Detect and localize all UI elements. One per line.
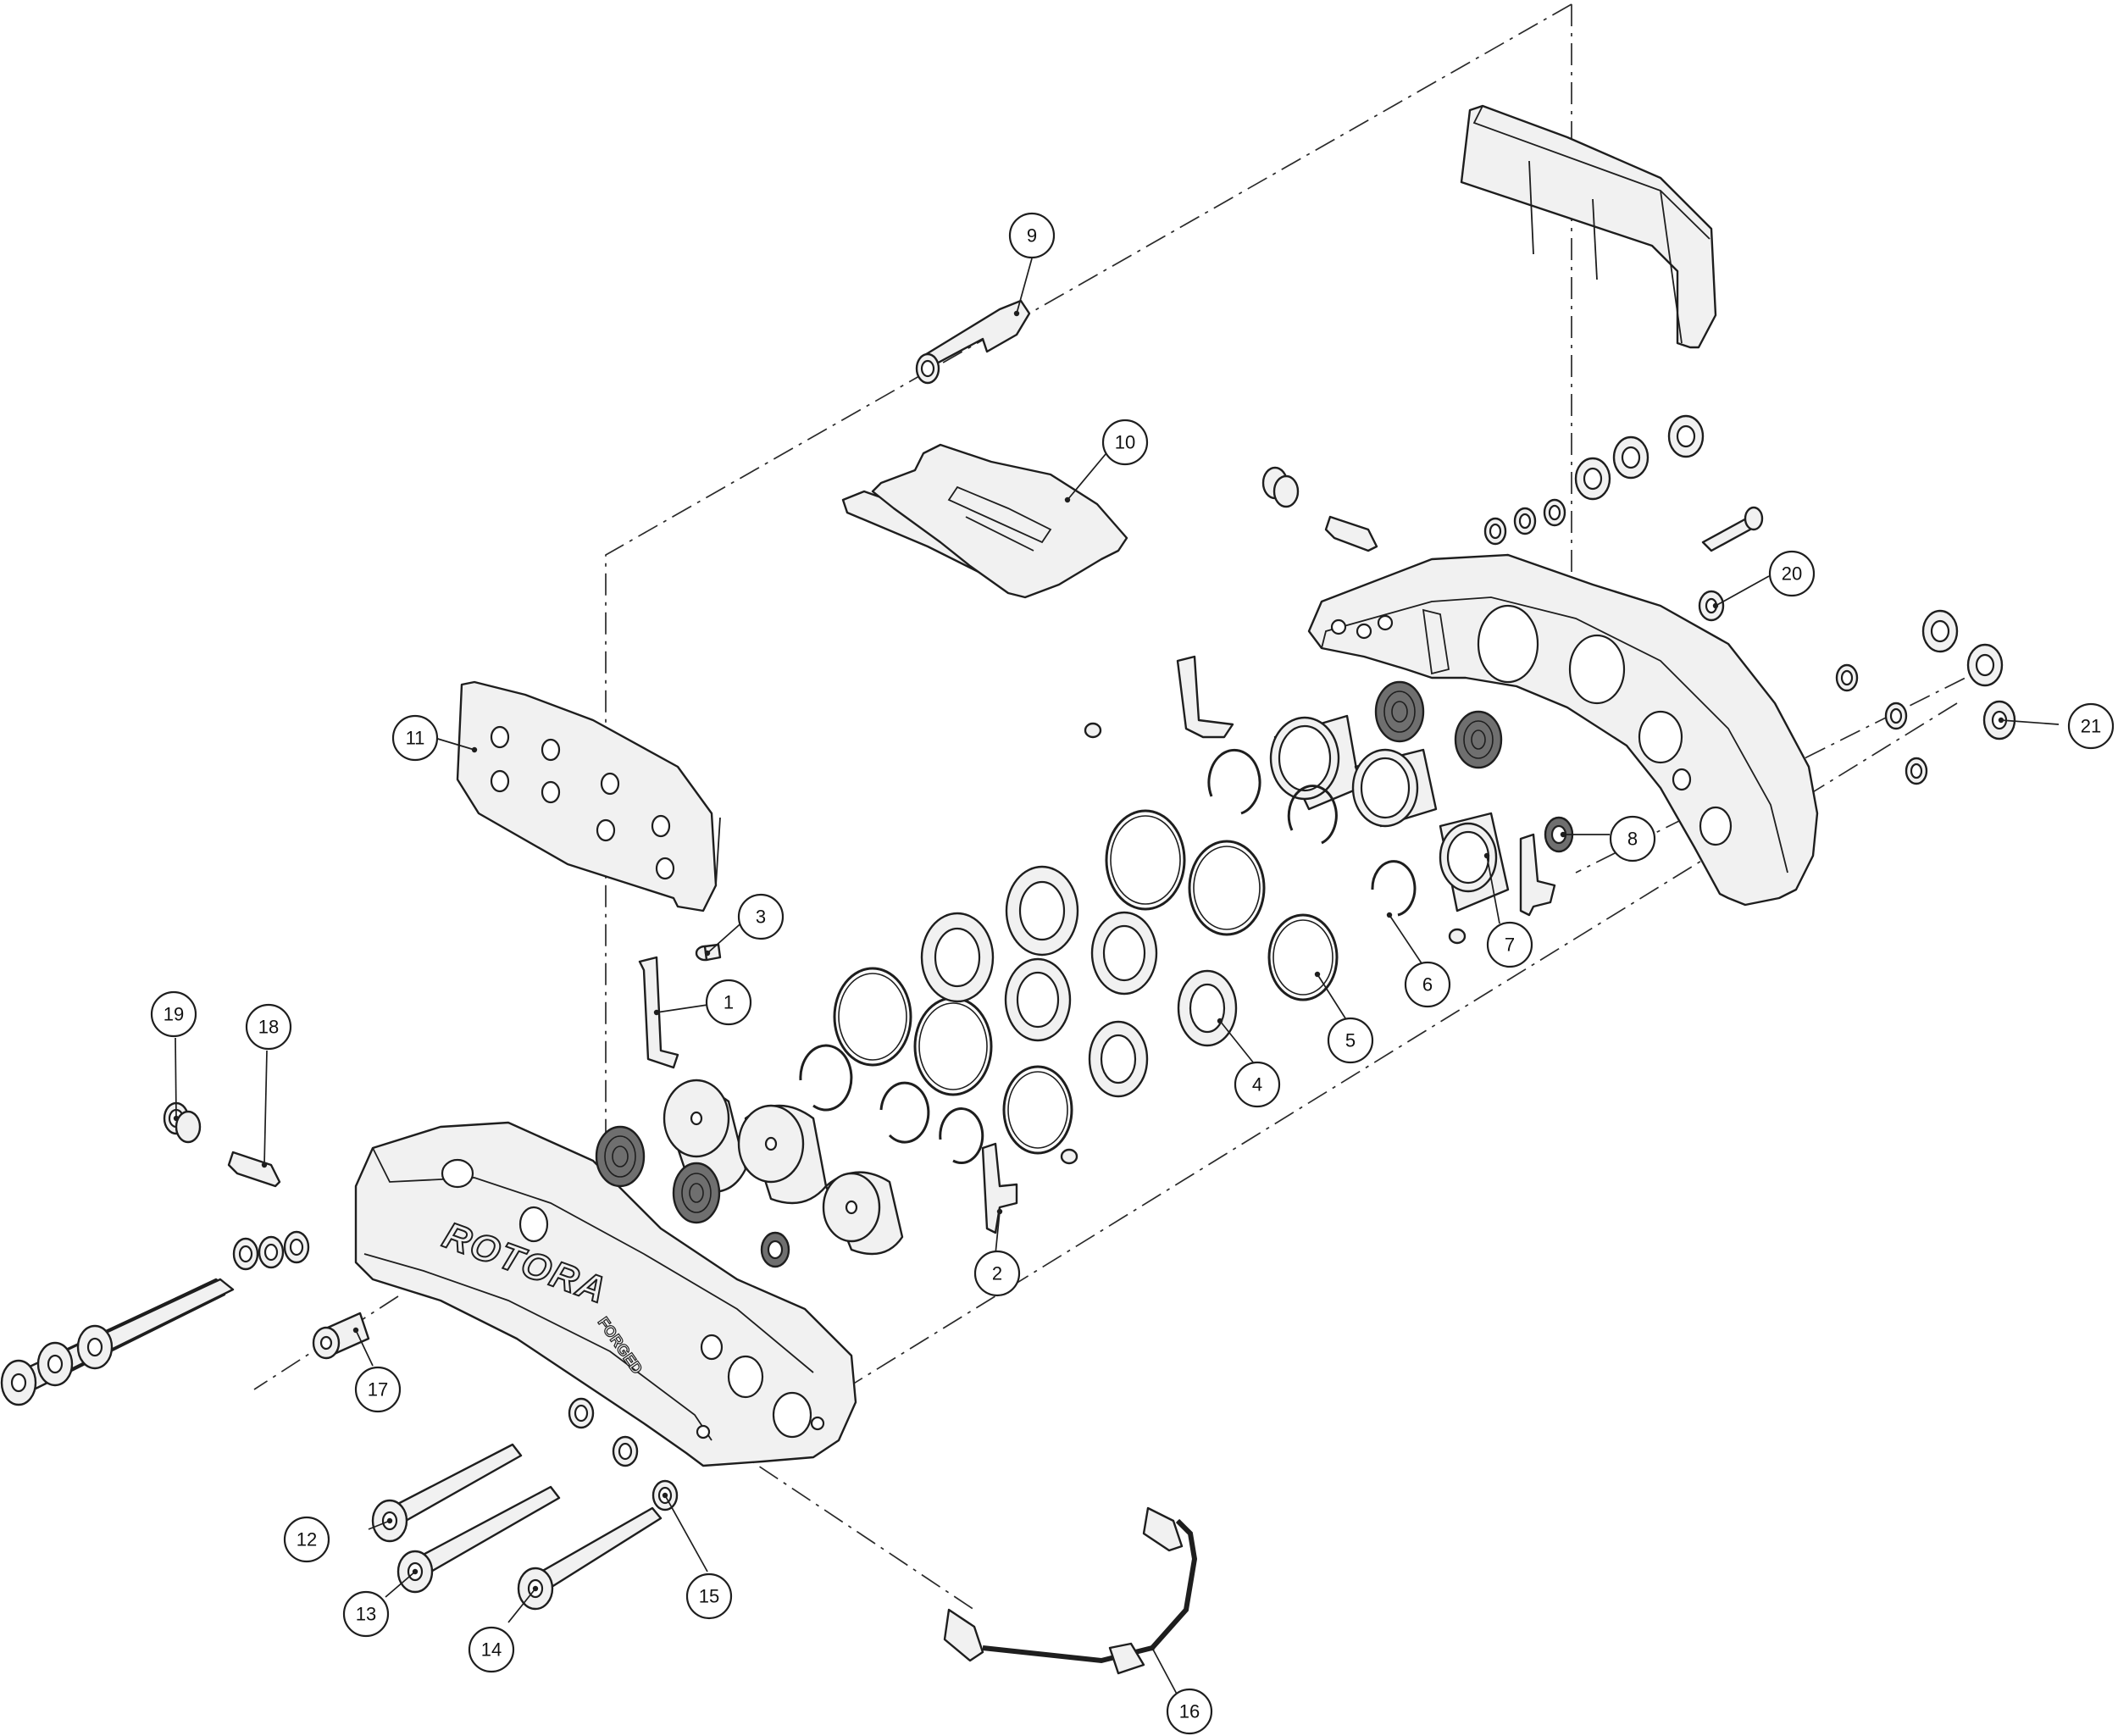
callout-18: 18 xyxy=(245,1003,292,1051)
callout-17: 17 xyxy=(354,1366,402,1413)
callout-11-label: 11 xyxy=(406,728,425,749)
nuts-and-washers-right xyxy=(1483,414,2016,785)
callout-1-label: 1 xyxy=(724,992,734,1013)
inner-brake-pad xyxy=(456,680,721,912)
piston-right-3 xyxy=(1439,812,1510,912)
bleed-screw-assembly xyxy=(163,466,1378,1188)
callout-2-label: 2 xyxy=(992,1263,1002,1284)
callout-19: 19 xyxy=(150,990,197,1038)
callout-15-label: 15 xyxy=(699,1586,719,1607)
callout-11: 11 xyxy=(391,714,439,762)
bolt-17 xyxy=(312,1312,370,1360)
callout-13: 13 xyxy=(342,1590,390,1638)
small-screws xyxy=(695,722,1467,1165)
callout-10: 10 xyxy=(1101,419,1149,466)
callout-6: 6 xyxy=(1404,961,1451,1008)
brake-line xyxy=(943,1506,1198,1675)
circlips xyxy=(799,748,1417,1165)
outer-brake-pad xyxy=(1460,104,1717,349)
callout-16: 16 xyxy=(1166,1688,1213,1735)
callout-2: 2 xyxy=(973,1250,1021,1297)
callout-12: 12 xyxy=(283,1516,330,1563)
piston-spring-insulators xyxy=(595,680,1503,1224)
callout-19-label: 19 xyxy=(164,1004,184,1025)
callout-13-label: 13 xyxy=(356,1604,376,1625)
callout-14: 14 xyxy=(468,1626,515,1673)
piston-right-2 xyxy=(1351,748,1438,828)
callout-8: 8 xyxy=(1609,815,1656,862)
callout-7: 7 xyxy=(1486,921,1533,968)
callout-15: 15 xyxy=(685,1572,733,1620)
callout-21-label: 21 xyxy=(2081,716,2101,737)
pad-retaining-pin xyxy=(915,299,1031,385)
callout-14-label: 14 xyxy=(481,1639,502,1661)
bridge-bolts-left xyxy=(0,1278,663,1611)
callout-4: 4 xyxy=(1234,1061,1281,1108)
callout-20-label: 20 xyxy=(1782,563,1802,585)
washers-left xyxy=(232,1230,679,1511)
callout-10-label: 10 xyxy=(1115,432,1135,453)
callout-7-label: 7 xyxy=(1505,935,1515,956)
inner-caliper-half: ROTORA FORGED xyxy=(354,1121,857,1467)
callout-8-label: 8 xyxy=(1627,829,1638,850)
callout-3: 3 xyxy=(737,893,785,940)
callout-1: 1 xyxy=(705,979,752,1026)
dust-boots xyxy=(920,865,1238,1098)
callout-4-label: 4 xyxy=(1252,1074,1262,1095)
piston-left-3 xyxy=(822,1171,904,1256)
outer-caliper-half xyxy=(1307,553,1819,907)
callout-21: 21 xyxy=(2067,702,2115,750)
piston-right-1 xyxy=(1269,714,1361,811)
callout-5-label: 5 xyxy=(1345,1030,1356,1051)
callout-18-label: 18 xyxy=(258,1017,279,1038)
callout-6-label: 6 xyxy=(1422,974,1433,996)
callout-17-label: 17 xyxy=(368,1379,388,1400)
callout-5: 5 xyxy=(1327,1017,1374,1064)
callout-9-label: 9 xyxy=(1027,225,1037,247)
callout-9: 9 xyxy=(1008,212,1056,259)
callout-16-label: 16 xyxy=(1179,1701,1200,1722)
callout-3-label: 3 xyxy=(756,907,766,928)
piston-left-2 xyxy=(737,1104,828,1205)
callout-20: 20 xyxy=(1768,550,1816,597)
small-spiral-washers xyxy=(760,816,1574,1268)
pad-spring-plate xyxy=(841,443,1128,599)
callout-12-label: 12 xyxy=(297,1529,317,1550)
